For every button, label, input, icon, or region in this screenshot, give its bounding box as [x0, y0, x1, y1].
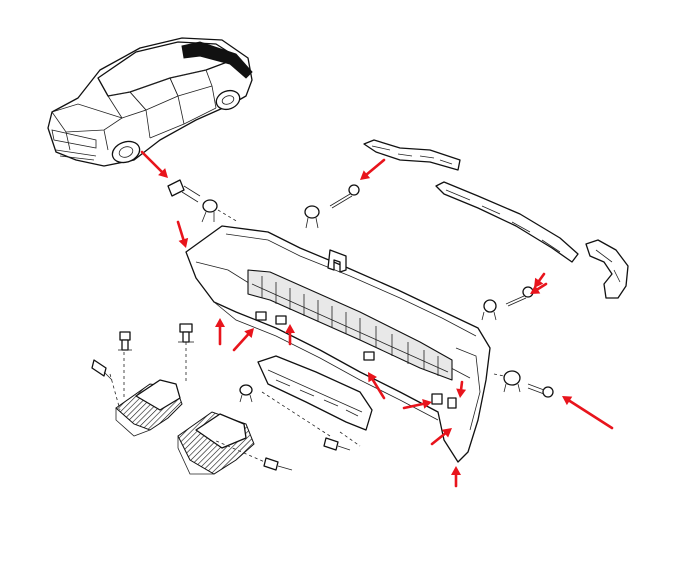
clip-5 [493, 370, 521, 393]
push-pin-4 [263, 457, 293, 471]
screw-1 [329, 184, 360, 209]
callout-arrow [176, 220, 189, 248]
callout-arrow [232, 328, 254, 352]
clip-1 [167, 179, 201, 203]
push-pin-1 [118, 331, 132, 351]
rear-bumper-cover [185, 225, 491, 463]
retaining-clips [167, 179, 521, 403]
upper-trim-strip-left [363, 139, 461, 171]
callout-arrow [368, 372, 386, 400]
end-cap-right [585, 239, 629, 299]
callout-arrow [285, 324, 295, 346]
clip-4 [481, 299, 497, 321]
callout-arrow [215, 318, 225, 346]
clip-3 [304, 205, 320, 229]
callout-arrow [360, 158, 386, 180]
car-overview [47, 37, 253, 167]
callout-arrow [140, 150, 168, 178]
side-mounting-bracket-left [109, 342, 275, 475]
callout-arrow [451, 466, 461, 488]
screw-2 [505, 286, 534, 307]
clip-6 [239, 384, 253, 403]
side-mounting-bracket-right [257, 355, 373, 447]
callout-arrows [140, 150, 614, 488]
callout-arrow [562, 396, 614, 430]
push-pin-3 [91, 359, 113, 381]
clip-2 [201, 199, 239, 223]
center-mounting-bracket [327, 249, 347, 273]
push-pins [91, 323, 351, 471]
screws [329, 184, 554, 398]
callout-arrow [530, 282, 548, 294]
push-pin-5 [323, 437, 351, 451]
callout-arrow [534, 272, 546, 288]
upper-trim-strip-center [435, 181, 579, 263]
callout-arrow [430, 428, 452, 446]
screw-3 [527, 383, 554, 398]
callout-arrow [402, 398, 432, 410]
callout-arrow [456, 380, 467, 398]
push-pin-2 [178, 323, 194, 343]
